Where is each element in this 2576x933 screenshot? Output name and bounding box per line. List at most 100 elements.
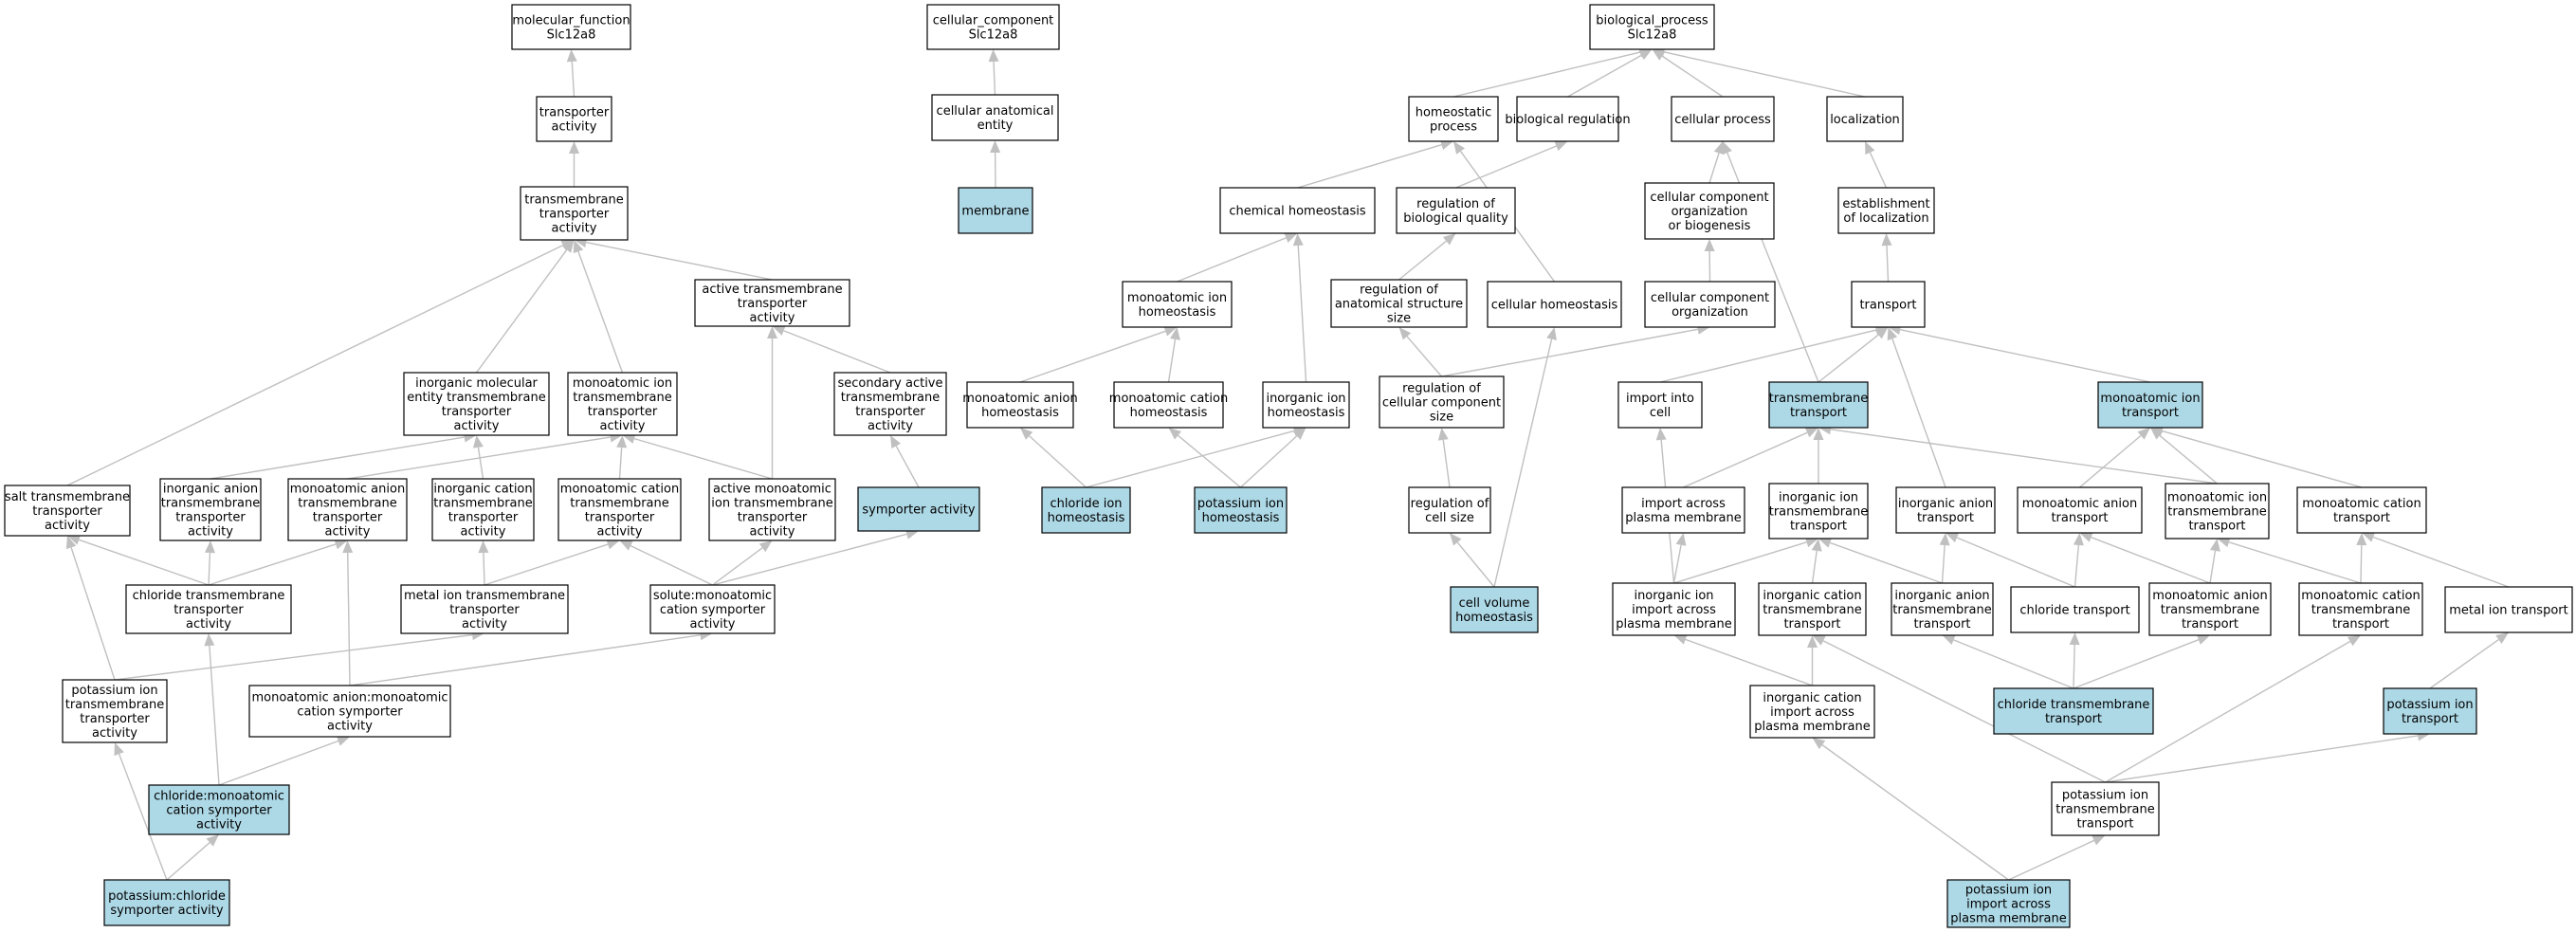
node-box[interactable]: [1617, 381, 1703, 429]
node-monoatomic-ion-tm-activity[interactable]: monoatomic iontransmembranetransporterac…: [567, 372, 678, 436]
node-cellular-process[interactable]: cellular process: [1671, 96, 1775, 142]
node-box[interactable]: [520, 186, 629, 241]
node-cellular-homeostasis[interactable]: cellular homeostasis: [1487, 281, 1622, 328]
node-box[interactable]: [400, 584, 569, 634]
node-box[interactable]: [567, 372, 678, 436]
node-monoatomic-anion-tm-activity[interactable]: monoatomic aniontransmembranetransporter…: [287, 478, 408, 541]
node-biological-regulation[interactable]: biological regulation: [1505, 96, 1631, 142]
node-box[interactable]: [1946, 879, 2071, 928]
node-box[interactable]: [103, 879, 230, 926]
node-box[interactable]: [1589, 4, 1715, 50]
node-box[interactable]: [1487, 281, 1622, 328]
node-box[interactable]: [1408, 96, 1499, 142]
node-box[interactable]: [931, 94, 1059, 141]
node-box[interactable]: [1671, 96, 1775, 142]
node-box[interactable]: [966, 381, 1074, 429]
node-box[interactable]: [1749, 685, 1875, 739]
node-box[interactable]: [1758, 582, 1867, 636]
node-box[interactable]: [1379, 375, 1505, 429]
node-box[interactable]: [125, 584, 292, 634]
node-symporter-activity[interactable]: symporter activity: [857, 486, 980, 532]
node-monoatomic-cation-tm-activity[interactable]: monoatomic cationtransmembranetransporte…: [557, 478, 682, 541]
node-box[interactable]: [1408, 486, 1491, 534]
node-box[interactable]: [4, 485, 131, 537]
node-metal-ion-transport[interactable]: metal ion transport: [2444, 586, 2573, 633]
node-box[interactable]: [1330, 279, 1468, 328]
node-transport[interactable]: transport: [1851, 281, 1926, 328]
node-box[interactable]: [926, 4, 1060, 50]
node-box[interactable]: [403, 372, 550, 436]
node-box[interactable]: [833, 372, 947, 436]
node-box[interactable]: [248, 685, 451, 738]
node-box[interactable]: [1837, 187, 1935, 234]
node-box[interactable]: [1122, 281, 1233, 328]
node-box[interactable]: [1396, 187, 1516, 234]
node-box[interactable]: [1644, 281, 1776, 328]
node-box[interactable]: [857, 486, 980, 532]
node-box[interactable]: [148, 784, 290, 835]
node-box[interactable]: [2444, 586, 2573, 633]
node-box[interactable]: [1219, 187, 1376, 234]
node-box[interactable]: [287, 478, 408, 541]
node-box[interactable]: [2017, 486, 2143, 534]
node-box[interactable]: [511, 4, 631, 50]
node-box[interactable]: [958, 187, 1033, 234]
node-box[interactable]: [1612, 582, 1736, 636]
node-box[interactable]: [2383, 687, 2477, 735]
node-chloride-transport[interactable]: chloride transport: [2010, 586, 2140, 633]
node-box[interactable]: [708, 478, 836, 541]
node-box[interactable]: [431, 478, 535, 541]
node-box[interactable]: [1041, 486, 1131, 534]
node-box[interactable]: [1113, 381, 1224, 429]
node-box[interactable]: [1895, 486, 1996, 534]
node-box[interactable]: [1768, 381, 1869, 429]
node-box[interactable]: [62, 679, 168, 743]
node-potassium-ion-tm-activity[interactable]: potassium iontransmembranetransporteract…: [62, 679, 168, 743]
node-box[interactable]: [1768, 483, 1869, 540]
node-box[interactable]: [649, 584, 776, 634]
node-box[interactable]: [536, 96, 612, 142]
node-metal-ion-tm-activity[interactable]: metal ion transmembranetransporteractivi…: [400, 584, 569, 634]
node-box[interactable]: [2097, 381, 2203, 429]
node-box[interactable]: [1194, 486, 1288, 534]
node-box[interactable]: [557, 478, 682, 541]
node-box[interactable]: [2296, 486, 2427, 534]
node-inorganic-cation-tm-activity[interactable]: inorganic cationtransmembranetransporter…: [431, 478, 535, 541]
